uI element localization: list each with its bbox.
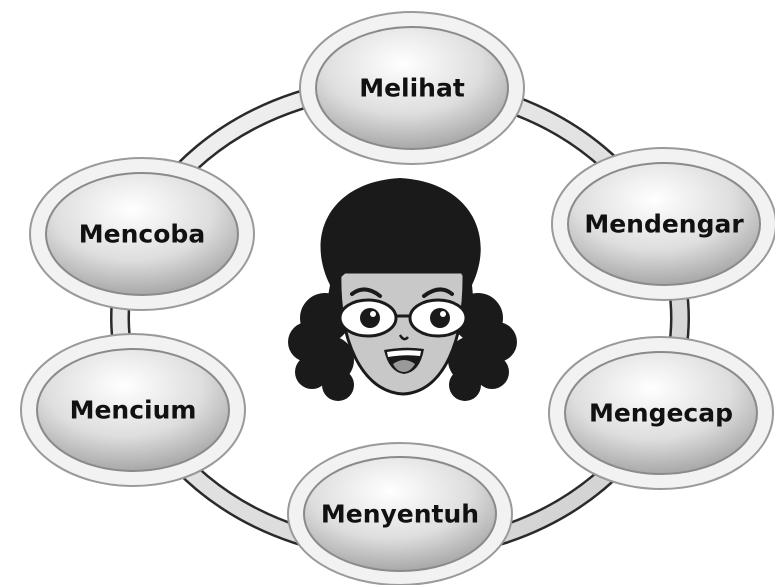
node-menyentuh: Menyentuh — [288, 443, 512, 585]
node-mencium: Mencium — [21, 334, 245, 486]
node-label-mengecap: Mengecap — [589, 399, 733, 428]
node-mengecap: Mengecap — [549, 337, 773, 489]
node-label-menyentuh: Menyentuh — [321, 500, 479, 529]
node-mencoba: Mencoba — [30, 158, 254, 310]
girl-face-with-glasses-icon — [288, 178, 517, 401]
node-melihat: Melihat — [300, 12, 524, 164]
node-label-mendengar: Mendengar — [584, 210, 744, 239]
node-label-mencoba: Mencoba — [79, 220, 205, 249]
node-label-melihat: Melihat — [359, 74, 465, 103]
node-mendengar: Mendengar — [552, 148, 775, 300]
node-label-mencium: Mencium — [70, 396, 197, 425]
